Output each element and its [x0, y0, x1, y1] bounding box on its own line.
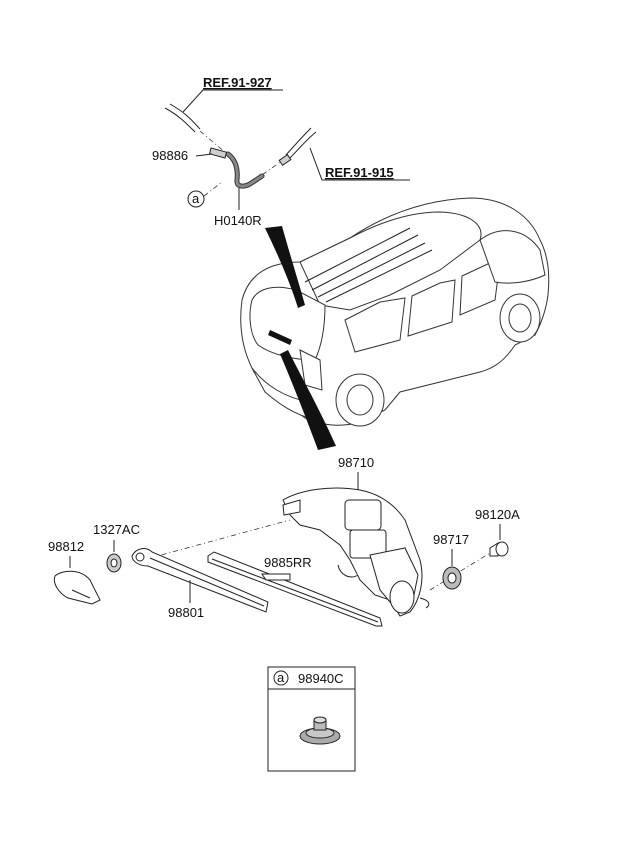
part-98812[interactable]: 98812	[48, 539, 101, 605]
part-9885RR-label: 9885RR	[264, 555, 312, 570]
vehicle-illustration	[240, 197, 550, 427]
arm-to-motor-dashline	[149, 519, 291, 559]
part-H0140R[interactable]: H0140R	[214, 188, 262, 228]
part-98812-label: 98812	[48, 539, 84, 554]
ref-91-915[interactable]: REF.91-915	[309, 147, 410, 181]
part-98801-label: 98801	[168, 605, 204, 620]
part-1327AC[interactable]: 1327AC	[93, 522, 140, 573]
inset-box-98940C: a 98940C	[267, 666, 356, 772]
part-98717[interactable]: 98717	[433, 532, 469, 590]
part-98710-label: 98710	[338, 455, 374, 470]
callout-a-marker[interactable]: a	[187, 181, 223, 208]
part-98886[interactable]: 98886	[152, 148, 213, 163]
part-98710[interactable]: 98710	[338, 455, 374, 490]
ref-91-927[interactable]: REF.91-927	[182, 75, 283, 113]
part-98120A-label: 98120A	[475, 507, 520, 522]
wiper-blade	[207, 551, 383, 627]
part-98940C-label[interactable]: 98940C	[298, 671, 344, 686]
part-98120A[interactable]: 98120A	[475, 507, 520, 557]
motor-to-bolt-dashline	[429, 547, 499, 591]
part-9885RR[interactable]: 9885RR	[264, 555, 312, 570]
wiper-arm	[131, 548, 269, 613]
part-98886-label: 98886	[152, 148, 188, 163]
ref-91-927-label: REF.91-927	[203, 75, 272, 90]
part-H0140R-label: H0140R	[214, 213, 262, 228]
part-98717-label: 98717	[433, 532, 469, 547]
inset-callout-letter: a	[277, 670, 285, 685]
callout-a-letter: a	[192, 191, 200, 206]
wiper-motor-assembly	[282, 487, 430, 617]
washer-hose-group	[164, 103, 317, 189]
part-98801[interactable]: 98801	[168, 580, 204, 620]
ref-91-915-label: REF.91-915	[325, 165, 394, 180]
vehicle-leader-arrows	[265, 226, 336, 450]
part-1327AC-label: 1327AC	[93, 522, 140, 537]
